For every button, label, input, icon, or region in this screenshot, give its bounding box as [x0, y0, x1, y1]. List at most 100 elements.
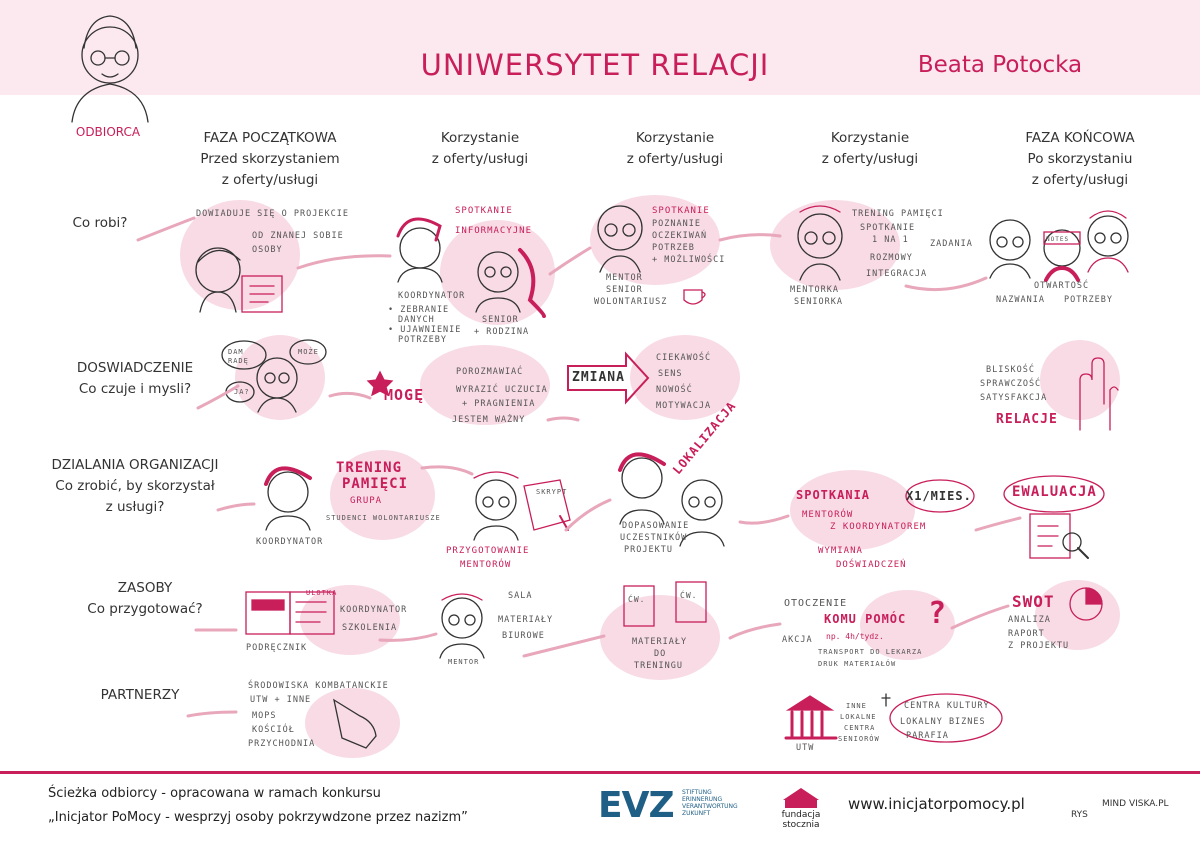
cell-text: SPOTKANIE	[652, 206, 710, 216]
cell-text: x1/MIES.	[906, 489, 972, 503]
person-icon	[679, 479, 725, 547]
cell-text: ROZMOWY	[870, 253, 913, 263]
cell-text: MENTORÓW	[460, 560, 512, 570]
cell-text: INNE	[846, 702, 867, 710]
cell-text: RELACJE	[996, 412, 1058, 427]
cell-text: np. 4h/tydz.	[826, 632, 884, 641]
website-link[interactable]: www.inicjatorpomocy.pl	[848, 795, 1025, 813]
cell-text: DOŚWIADCZEŃ	[836, 560, 907, 570]
cell-text: POTRZEB	[652, 243, 695, 253]
column-header: Korzystanie z oferty/usługi	[821, 130, 919, 167]
row-label: PARTNERZY	[100, 687, 180, 703]
arrow-connector	[738, 514, 790, 525]
cell-text: Z PROJEKTU	[1008, 641, 1070, 651]
arrow-connector	[186, 710, 238, 718]
cup-icon	[683, 289, 706, 305]
cell-text: MOPS	[252, 711, 277, 721]
arrow-connector	[328, 391, 372, 400]
column-header: Korzystanie z oferty/usługi	[431, 130, 529, 167]
hands-icon	[1079, 357, 1119, 431]
cell-text: INFORMACYJNE	[455, 226, 533, 236]
cell-text: OTWARTOŚĆ	[1034, 281, 1090, 291]
cell-text: STUDENCI WOLONTARIUSZE	[326, 514, 441, 522]
cell-text: ĆW.	[628, 595, 646, 604]
cell-text: AKCJA	[782, 635, 813, 645]
handbook-icon	[245, 591, 335, 635]
person-icon	[439, 593, 485, 659]
cell-text: KOMU POMÓC	[824, 612, 907, 626]
pointing-hand-icon	[333, 698, 377, 749]
university-building-icon	[784, 695, 838, 740]
cell-text: SENIOR	[482, 315, 519, 325]
person-icon	[797, 205, 843, 281]
cell-text: + PRAGNIENIA	[462, 399, 536, 409]
arrow-connector	[904, 276, 988, 292]
cell-text: SENIORKA	[794, 297, 843, 307]
cell-text: MOTYWACJA	[656, 401, 712, 411]
cell-text: TRENING	[336, 460, 403, 476]
cell-text: KOŚCIÓŁ	[252, 725, 295, 735]
cell-text: MENTORÓW	[802, 510, 854, 520]
cell-text: KOORDYNATOR	[256, 537, 324, 547]
persona-label: ODBIORCA	[75, 125, 141, 139]
big-arrow-icon	[567, 351, 650, 405]
cell-text: TRANSPORT DO LEKARZA	[818, 648, 923, 656]
person-icon	[473, 471, 519, 541]
arrow-connector	[136, 216, 196, 242]
partners-oval	[889, 693, 1003, 743]
cell-text: DOWIADUJE SIĘ O PROJEKCIE	[196, 209, 349, 219]
cell-text: ?	[928, 596, 948, 631]
cell-text: MATERIAŁY	[498, 615, 554, 625]
cell-text: TRENINGU	[634, 661, 683, 671]
x-speech-oval	[905, 479, 975, 513]
cell-text: DO	[654, 649, 667, 659]
cell-text: CENTRA KULTURY	[904, 701, 990, 711]
footer-credits: Ścieżka odbiorcy - opracowana w ramach k…	[48, 786, 468, 825]
cell-text: • ZEBRANIE	[388, 305, 450, 315]
worksheet-icon	[623, 581, 707, 627]
blob	[1035, 580, 1120, 650]
person-icon	[195, 247, 241, 313]
author-name: Beata Potocka	[917, 52, 1083, 78]
cell-text: OD ZNANEJ SOBIE	[252, 231, 344, 241]
cell-text: + RODZINA	[474, 327, 530, 337]
cell-text: SPRAWCZOŚĆ	[980, 379, 1042, 389]
cell-text: SALA	[508, 591, 533, 601]
cell-text: OSOBY	[252, 245, 283, 255]
cell-text: WYMIANA	[818, 546, 863, 556]
person-icon	[1087, 210, 1129, 273]
cell-text: SENIORÓW	[838, 735, 880, 743]
pie-chart-icon	[1069, 587, 1103, 621]
row-label: ZASOBY Co przygotować?	[87, 580, 203, 617]
blob	[300, 585, 400, 655]
cell-text: LOKALNY BIZNES	[900, 717, 986, 727]
cell-text: NOWOŚĆ	[656, 385, 693, 395]
person-icon	[396, 217, 443, 283]
cross-icon	[881, 693, 891, 707]
person-icon	[989, 219, 1031, 279]
blob	[600, 595, 720, 680]
cell-text: Z KOORDYNATOREM	[830, 522, 927, 532]
blob	[860, 590, 955, 660]
row-label: DOSWIADCZENIE Co czuje i mysli?	[76, 360, 194, 397]
person-icon	[264, 466, 312, 531]
evaluation-oval	[1003, 475, 1105, 513]
arrow-connector	[546, 416, 580, 422]
star-icon	[366, 370, 394, 397]
row-label: DZIALANIA ORGANIZACJI Co zrobić, by skor…	[51, 457, 219, 515]
cell-text: MENTORKA	[790, 285, 839, 295]
cell-text: POZNANIE	[652, 219, 701, 229]
blob	[790, 470, 915, 550]
cell-text: DRUK MATERIAŁÓW	[818, 660, 897, 668]
cell-text: SATYSFAKCJA	[980, 393, 1048, 403]
cell-text: CENTRA	[844, 724, 876, 732]
cell-text: BIUROWE	[502, 631, 545, 641]
cell-text: BLISKOŚĆ	[986, 365, 1035, 375]
blob	[235, 335, 325, 420]
cell-text: LOKALNE	[840, 713, 877, 721]
mind-logo: MIND VISKA.PL	[1102, 799, 1169, 809]
cell-text: EWALUACJA	[1012, 484, 1097, 500]
cell-text: POTRZEBY	[1064, 295, 1113, 305]
cell-text: NOTES	[1046, 236, 1070, 243]
